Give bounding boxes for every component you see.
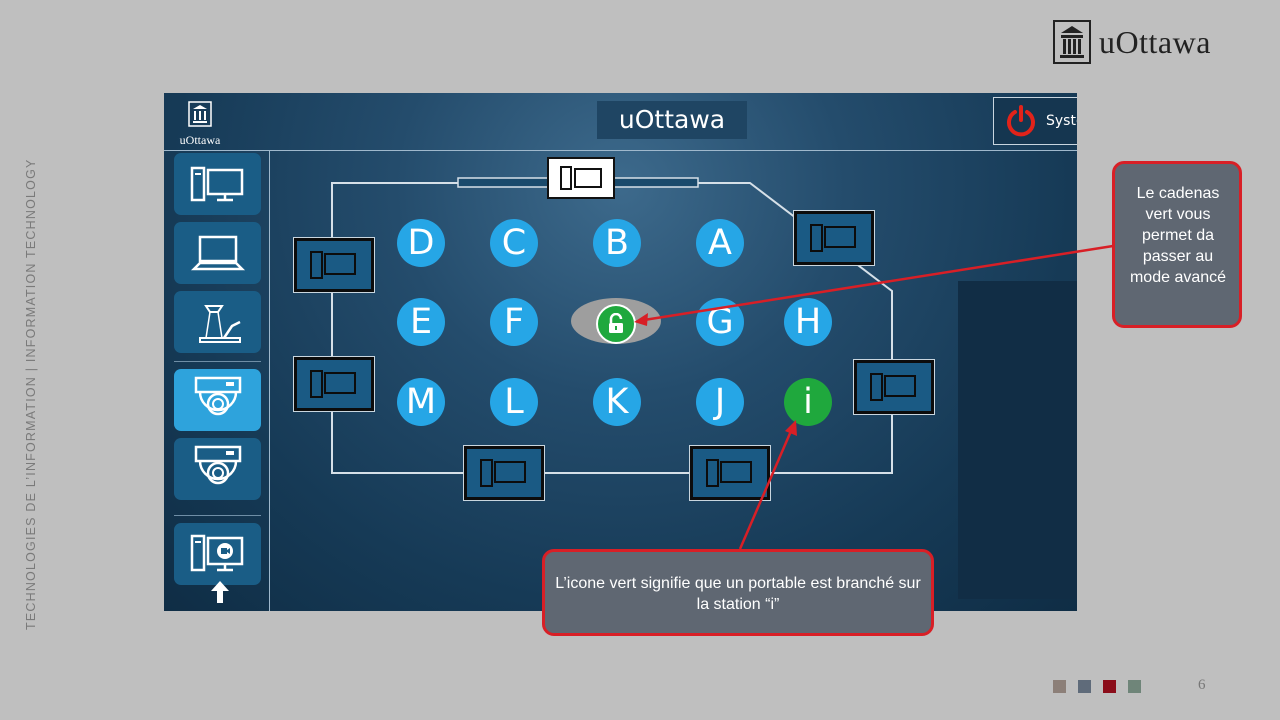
advanced-mode-lock-button[interactable] bbox=[596, 304, 636, 344]
sidebar-separator bbox=[174, 515, 261, 516]
projector-display-icon bbox=[560, 166, 602, 190]
document-camera-icon bbox=[198, 305, 241, 343]
system-label: Syste bbox=[1046, 113, 1077, 129]
monitor-icon bbox=[870, 373, 916, 401]
uottawa-logo: uOttawa bbox=[1053, 20, 1211, 64]
station-f[interactable]: F bbox=[490, 298, 538, 346]
panel-logo: uOttawa bbox=[174, 101, 226, 148]
station-i-connected[interactable]: i bbox=[784, 378, 832, 426]
vertical-side-text: TECHNOLOGIES DE L’INFORMATION | INFORMAT… bbox=[24, 158, 38, 630]
station-b[interactable]: B bbox=[593, 219, 641, 267]
station-k[interactable]: K bbox=[593, 378, 641, 426]
panel-top-bar: uOttawa uOttawa Syste bbox=[164, 93, 1077, 151]
station-l[interactable]: L bbox=[490, 378, 538, 426]
display-monitor-left-1[interactable] bbox=[294, 238, 374, 292]
station-d[interactable]: D bbox=[397, 219, 445, 267]
sidebar-item-camera-2[interactable] bbox=[174, 438, 261, 500]
projector-screen-display[interactable] bbox=[547, 157, 615, 199]
sidebar-item-computer[interactable] bbox=[174, 153, 261, 215]
brand-text: uOttawa bbox=[1099, 23, 1211, 60]
decorative-squares bbox=[1053, 680, 1153, 693]
monitor-icon bbox=[810, 224, 856, 252]
ceiling-camera-icon bbox=[194, 445, 241, 485]
system-power-button[interactable]: Syste bbox=[993, 97, 1077, 145]
decorative-square bbox=[1128, 680, 1141, 693]
station-c[interactable]: C bbox=[490, 219, 538, 267]
room-layout-outline bbox=[331, 177, 893, 474]
decorative-square bbox=[1078, 680, 1091, 693]
station-a[interactable]: A bbox=[696, 219, 744, 267]
station-j[interactable]: J bbox=[696, 378, 744, 426]
ceiling-camera-icon bbox=[194, 376, 241, 416]
sidebar-item-camera-1[interactable] bbox=[174, 369, 261, 431]
station-m[interactable]: M bbox=[397, 378, 445, 426]
page-number: 6 bbox=[1198, 677, 1206, 693]
up-arrow-icon[interactable] bbox=[209, 579, 231, 605]
sidebar-separator bbox=[174, 361, 261, 362]
control-panel-screenshot: uOttawa uOttawa Syste bbox=[164, 93, 1077, 611]
unlocked-padlock-icon bbox=[609, 313, 623, 333]
power-icon bbox=[1007, 105, 1035, 137]
source-sidebar bbox=[164, 151, 270, 611]
monitor-icon bbox=[310, 251, 356, 279]
right-dark-panel bbox=[958, 281, 1077, 599]
panel-logo-text: uOttawa bbox=[179, 133, 221, 147]
display-monitor-right-1[interactable] bbox=[794, 211, 874, 265]
sidebar-item-document-camera[interactable] bbox=[174, 291, 261, 353]
station-e[interactable]: E bbox=[397, 298, 445, 346]
station-g[interactable]: G bbox=[696, 298, 744, 346]
station-h[interactable]: H bbox=[784, 298, 832, 346]
decorative-square bbox=[1103, 680, 1116, 693]
lock-callout: Le cadenas vert vous permet da passer au… bbox=[1112, 161, 1242, 328]
display-monitor-bottom-2[interactable] bbox=[690, 446, 770, 500]
panel-title: uOttawa bbox=[597, 101, 747, 139]
laptop-icon bbox=[190, 235, 245, 271]
display-monitor-left-2[interactable] bbox=[294, 357, 374, 411]
university-building-icon bbox=[1053, 20, 1091, 64]
sidebar-item-video-pc[interactable] bbox=[174, 523, 261, 585]
sidebar-item-laptop[interactable] bbox=[174, 222, 261, 284]
display-monitor-right-2[interactable] bbox=[854, 360, 934, 414]
pc-video-icon bbox=[190, 534, 243, 572]
monitor-icon bbox=[310, 370, 356, 398]
info-callout: L’icone vert signifie que un portable es… bbox=[542, 549, 934, 636]
university-building-icon bbox=[188, 101, 212, 127]
monitor-icon bbox=[706, 459, 752, 487]
monitor-icon bbox=[480, 459, 526, 487]
desktop-computer-icon bbox=[190, 166, 243, 202]
decorative-square bbox=[1053, 680, 1066, 693]
display-monitor-bottom-1[interactable] bbox=[464, 446, 544, 500]
